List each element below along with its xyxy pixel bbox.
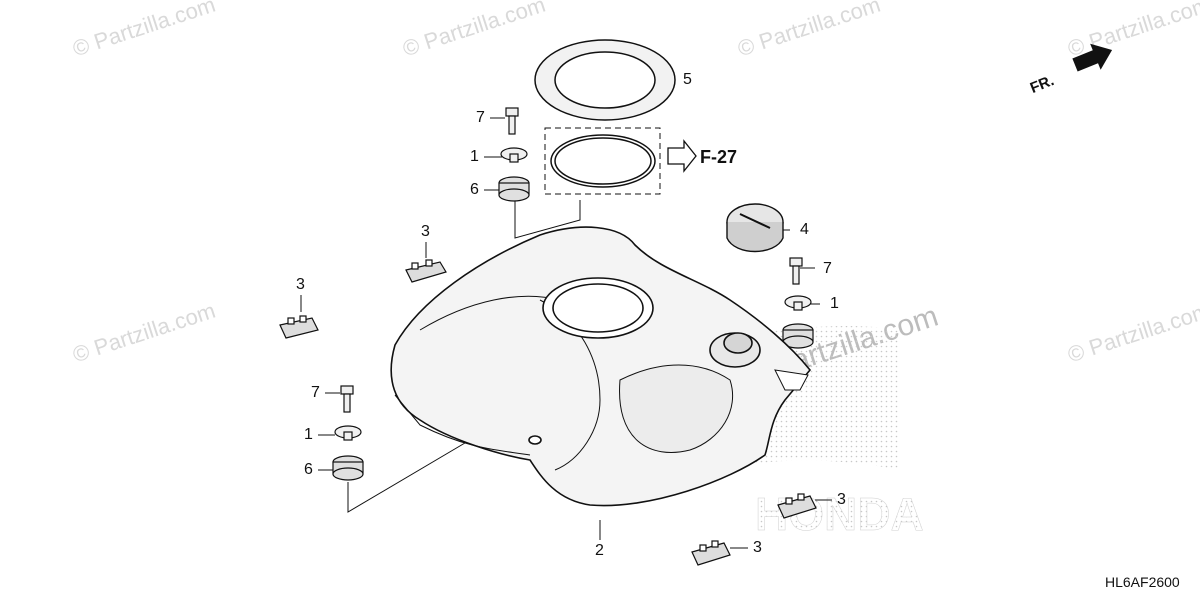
callout-fuel-tank: 2: [595, 542, 604, 559]
o-ring-part: [550, 134, 656, 188]
callout-rubber-mount: 3: [296, 276, 305, 293]
callout-rubber-mount: 3: [753, 539, 762, 556]
fuel-tank-part: [390, 226, 812, 507]
callout-rubber-mount: 3: [837, 491, 846, 508]
rubber-mount-part: [279, 315, 319, 339]
drawing-code: HL6AF2600: [1105, 574, 1180, 590]
reference-arrow-icon: [667, 139, 697, 173]
rubber-mount-part: [691, 540, 731, 566]
front-direction-arrow-icon: [1072, 43, 1113, 72]
callout-washer: 1: [470, 148, 479, 165]
rubber-mount-part: [405, 259, 447, 283]
callout-bolt: 7: [823, 260, 832, 277]
grommet-part: [332, 455, 364, 481]
callout-retaining-ring: 5: [683, 71, 692, 88]
washer-part: [784, 295, 812, 311]
fuel-cap-part: [726, 203, 784, 253]
callout-fuel-cap: 4: [800, 221, 809, 238]
bolt-part: [505, 107, 519, 135]
callout-bolt: 7: [476, 109, 485, 126]
grommet-part: [498, 176, 530, 202]
retaining-ring-part: [534, 39, 676, 121]
washer-part: [500, 147, 528, 163]
bolt-part: [789, 257, 803, 285]
callout-washer: 1: [304, 426, 313, 443]
callout-grommet: 6: [304, 461, 313, 478]
callout-grommet: 6: [470, 181, 479, 198]
reference-label: F-27: [700, 147, 738, 167]
washer-part: [334, 425, 362, 441]
callout-bolt: 7: [311, 384, 320, 401]
callout-washer: 1: [830, 295, 839, 312]
rubber-mount-part: [777, 493, 817, 519]
bolt-part: [340, 385, 354, 413]
callout-rubber-mount: 3: [421, 223, 430, 240]
